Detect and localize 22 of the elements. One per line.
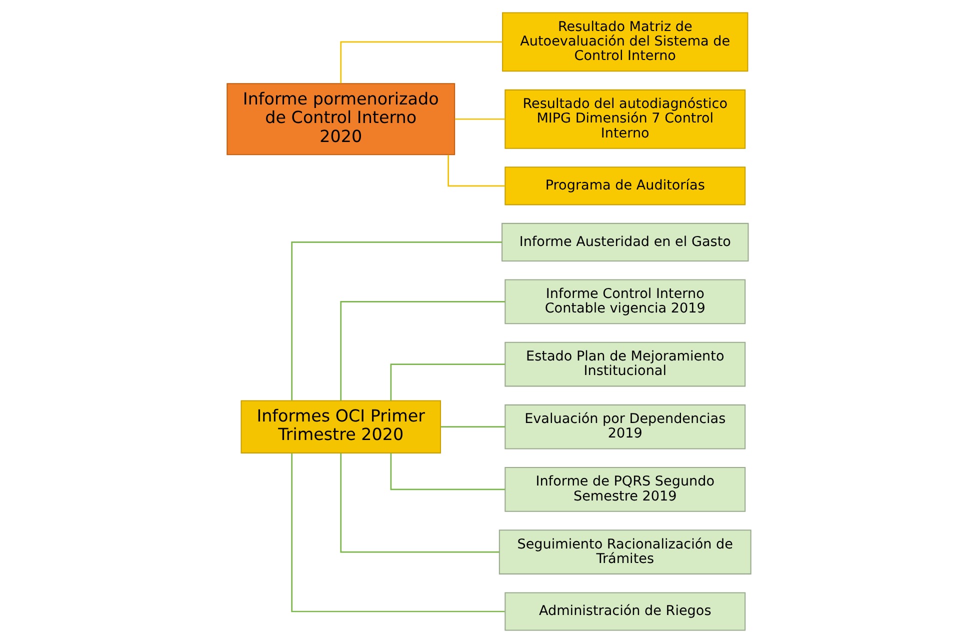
connector [390, 453, 504, 490]
connector [454, 118, 505, 120]
node-box: Informe Control Interno Contable vigencia 2019 [504, 279, 746, 324]
node-box: Seguimiento Racionalización de Trámites [498, 530, 751, 574]
node-box: Administración de Riegos [504, 592, 746, 631]
connector [390, 364, 504, 401]
connector [340, 453, 499, 553]
connector [340, 41, 502, 84]
connector [447, 154, 504, 187]
connector [290, 242, 502, 400]
node-box: Informes OCI Primer Trimestre 2020 [240, 400, 441, 454]
connector [440, 426, 505, 428]
connector [290, 453, 504, 612]
connector [340, 301, 504, 401]
node-box: Informe Austeridad en el Gasto [501, 222, 748, 262]
node-box: Estado Plan de Mejoramiento Institucional [504, 342, 746, 387]
node-box: Programa de Auditorías [504, 166, 746, 206]
node-box: Resultado Matriz de Autoevaluación del Sistema de Control Interno [502, 12, 748, 72]
node-box: Evaluación por Dependencias 2019 [504, 404, 746, 450]
node-box: Resultado del autodiagnóstico MIPG Dimensión 7 Control Interno [504, 89, 746, 149]
node-box: Informe de PQRS Segundo Semestre 2019 [504, 467, 746, 512]
node-box: Informe pormenorizado de Control Interno 2020 [226, 83, 455, 156]
